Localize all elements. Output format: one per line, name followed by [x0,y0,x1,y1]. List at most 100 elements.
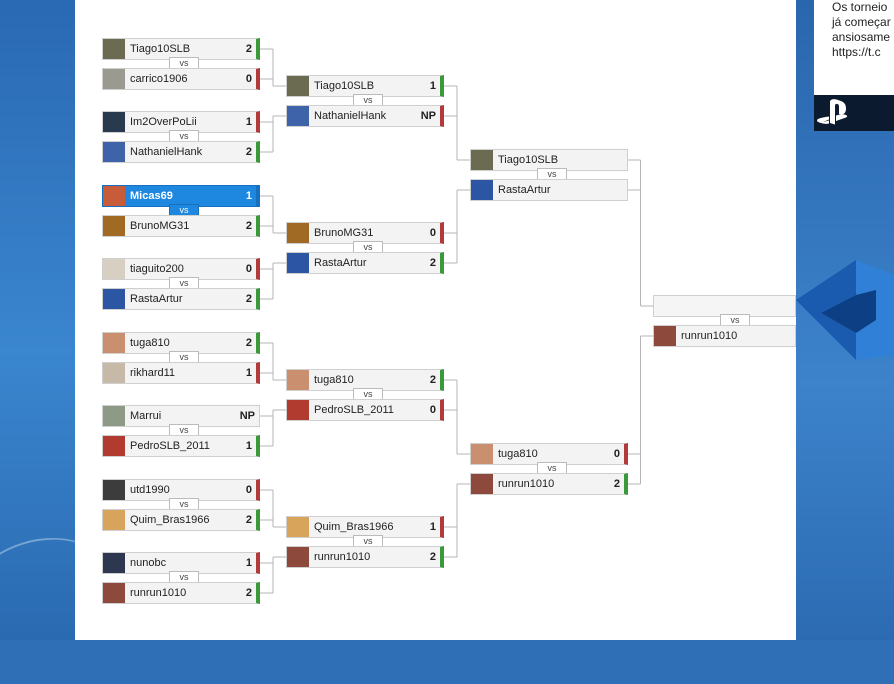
player-score: 1 [245,367,252,379]
player-avatar [287,76,309,96]
player-slot[interactable]: RastaArtur 2 [102,288,260,310]
player-name: Im2OverPoLii [130,116,197,128]
player-score: 2 [429,374,436,386]
player-avatar [103,112,125,132]
player-name: NathanielHank [130,146,203,158]
player-score: 0 [245,484,252,496]
player-name: carrico1906 [130,73,188,85]
background-left [0,0,135,684]
player-name: rikhard11 [130,367,176,379]
player-score: 0 [429,227,436,239]
player-avatar [471,444,493,464]
player-avatar [471,180,493,200]
player-name: Tiago10SLB [314,80,375,92]
player-avatar [103,583,125,603]
player-name: Tiago10SLB [498,154,559,166]
player-slot[interactable]: runrun1010 2 [102,582,260,604]
player-avatar [654,326,676,346]
player-score: 2 [245,587,252,599]
player-name: BrunoMG31 [314,227,374,239]
player-avatar [103,69,125,89]
player-avatar [103,510,125,530]
player-name: BrunoMG31 [130,220,190,232]
tweet-line: Os torneio [832,0,888,14]
player-slot[interactable]: rikhard11 1 [102,362,260,384]
player-name: RastaArtur [498,184,551,196]
player-score: 0 [429,404,436,416]
player-score: 2 [245,220,252,232]
player-slot[interactable]: BrunoMG31 0 [286,222,444,244]
player-slot[interactable]: Im2OverPoLii 1 [102,111,260,133]
player-name: Quim_Bras1966 [130,514,210,526]
player-slot[interactable]: Quim_Bras1966 1 [286,516,444,538]
tweet-line: https://t.c [832,45,881,59]
player-avatar [103,436,125,456]
player-name: NathanielHank [314,110,387,122]
bracket-connectors [260,48,653,594]
vs-label: vs [353,94,383,107]
player-name: runrun1010 [314,551,371,563]
player-name: utd1990 [130,484,170,496]
player-name: tuga810 [498,448,538,460]
player-name: PedroSLB_2011 [130,440,210,452]
player-name: RastaArtur [130,293,183,305]
player-name: PedroSLB_2011 [314,404,394,416]
player-name: Marrui [130,410,162,422]
player-score: 1 [245,190,252,202]
player-slot[interactable]: utd1990 0 [102,479,260,501]
player-avatar [103,216,125,236]
player-score: 2 [245,293,252,305]
player-score: 1 [429,80,436,92]
player-slot[interactable]: Marrui NP [102,405,260,427]
playstation-banner [814,95,894,131]
player-score: 1 [245,116,252,128]
player-avatar [103,186,125,206]
player-avatar [103,406,125,426]
player-slot[interactable]: Tiago10SLB 1 [286,75,444,97]
player-avatar [103,259,125,279]
player-score: 1 [245,440,252,452]
player-avatar [103,142,125,162]
player-slot[interactable]: runrun1010 [653,325,796,347]
player-name: nunobc [130,557,167,569]
player-slot[interactable]: PedroSLB_2011 1 [102,435,260,457]
player-score: 2 [613,478,620,490]
player-score: NP [239,410,255,422]
player-name: Micas69 [130,190,173,202]
player-name: RastaArtur [314,257,367,269]
player-score: 0 [613,448,620,460]
player-name: runrun1010 [681,330,738,342]
player-name: Tiago10SLB [130,43,191,55]
player-name: Quim_Bras1966 [314,521,394,533]
player-avatar [287,547,309,567]
player-score: 1 [429,521,436,533]
player-slot[interactable]: PedroSLB_2011 0 [286,399,444,421]
player-name: tuga810 [130,337,170,349]
player-avatar [103,363,125,383]
player-avatar [287,370,309,390]
player-avatar [103,289,125,309]
player-slot[interactable]: RastaArtur [470,179,628,201]
player-name: runrun1010 [130,587,187,599]
decorative-shape [796,260,894,360]
tweet-snippet: Os torneio já começar ansiosame https://… [814,0,894,104]
vs-label: vs [169,571,199,584]
player-avatar [103,553,125,573]
player-slot[interactable]: BrunoMG31 2 [102,215,260,237]
player-avatar [287,106,309,126]
player-avatar [471,150,493,170]
player-avatar [103,480,125,500]
